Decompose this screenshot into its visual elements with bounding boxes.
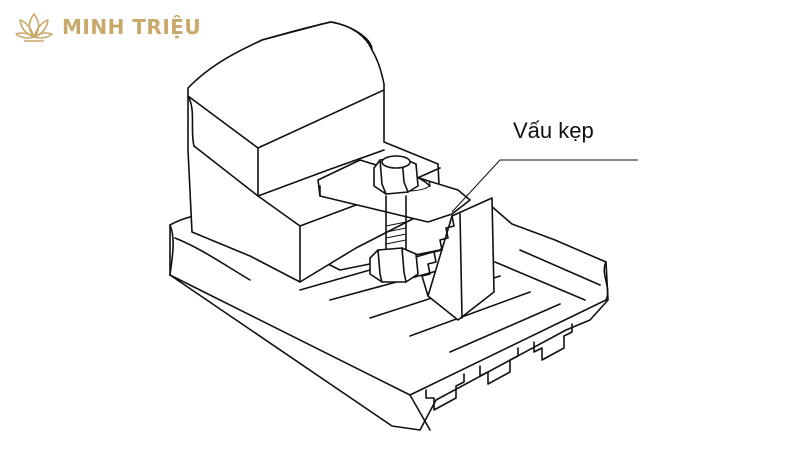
brand-logo: MINH TRIỆU — [14, 10, 201, 44]
callout-leader — [451, 159, 638, 213]
clamp-jaw — [421, 197, 495, 321]
lotus-logo-icon — [15, 13, 53, 42]
workpiece-block — [187, 21, 441, 283]
callout-label: Vấu kẹp — [513, 118, 594, 143]
bolt-and-nuts — [369, 155, 419, 283]
brand-name: MINH TRIỆU — [62, 15, 202, 39]
